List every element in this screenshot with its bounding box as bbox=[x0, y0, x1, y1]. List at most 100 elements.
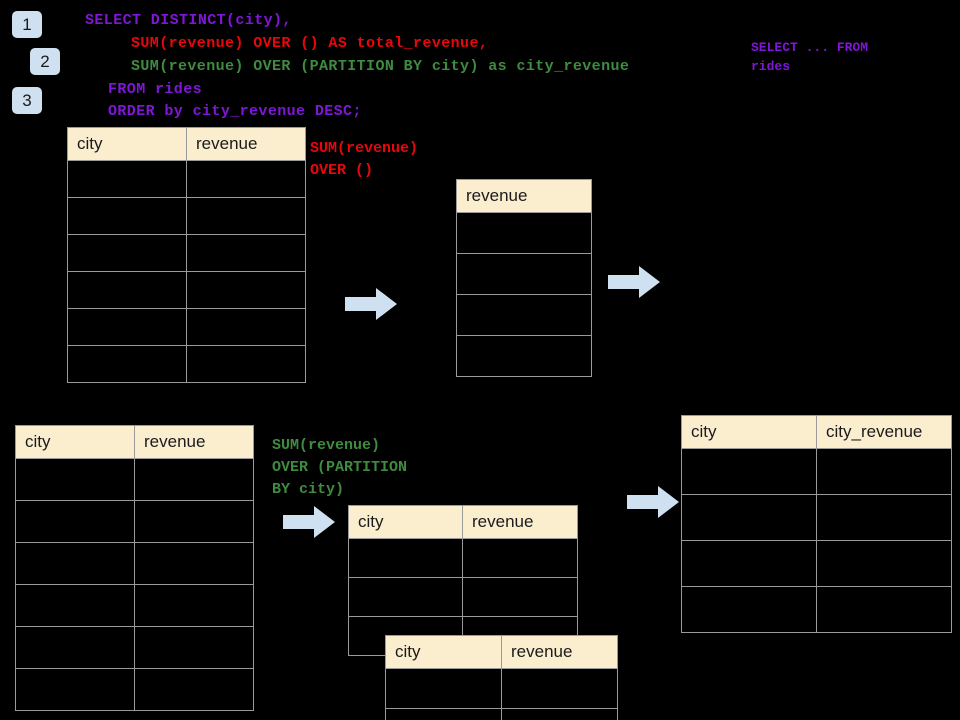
cell bbox=[15, 626, 135, 669]
cell bbox=[134, 458, 254, 501]
table-header-row: city revenue bbox=[15, 425, 254, 459]
cell bbox=[67, 271, 187, 309]
annotation-partition-line3: BY city) bbox=[272, 481, 345, 498]
table-row bbox=[385, 708, 618, 720]
sql-line-select: SELECT DISTINCT(city), bbox=[85, 12, 292, 29]
cell bbox=[134, 668, 254, 711]
cell bbox=[134, 500, 254, 543]
column-header-city: city bbox=[67, 127, 187, 161]
table-row bbox=[67, 234, 306, 272]
cell bbox=[681, 494, 817, 541]
table-row bbox=[67, 308, 306, 346]
table-row bbox=[456, 253, 592, 295]
arrow-source-to-total bbox=[345, 288, 397, 320]
sql-line-from: FROM rides bbox=[108, 81, 203, 98]
arrow-source-to-partition bbox=[283, 506, 335, 538]
table-row bbox=[681, 494, 952, 541]
cell bbox=[186, 197, 306, 235]
column-header-revenue: revenue bbox=[134, 425, 254, 459]
step-badge-1: 1 bbox=[12, 11, 42, 38]
table-row bbox=[67, 197, 306, 235]
cell bbox=[348, 538, 463, 578]
annotation-total-revenue-line1: SUM(revenue) bbox=[310, 140, 419, 157]
table-header-row: city revenue bbox=[385, 635, 618, 669]
cell bbox=[456, 335, 592, 377]
column-header-city-revenue: city_revenue bbox=[816, 415, 952, 449]
cell bbox=[15, 668, 135, 711]
table-row bbox=[681, 586, 952, 633]
table-row bbox=[15, 626, 254, 669]
column-header-revenue: revenue bbox=[186, 127, 306, 161]
arrow-partition-to-result bbox=[627, 486, 679, 518]
cell bbox=[681, 540, 817, 587]
table-row bbox=[681, 540, 952, 587]
cell bbox=[15, 542, 135, 585]
cell bbox=[67, 160, 187, 198]
annotation-total-revenue-line2: OVER () bbox=[310, 162, 374, 179]
cell bbox=[67, 308, 187, 346]
table-row bbox=[67, 271, 306, 309]
table-header-row: city revenue bbox=[67, 127, 306, 161]
cell bbox=[456, 294, 592, 336]
step-badge-3: 3 bbox=[12, 87, 42, 114]
cell bbox=[15, 584, 135, 627]
table-row bbox=[348, 538, 578, 578]
cell bbox=[816, 448, 952, 495]
table-row bbox=[15, 542, 254, 585]
column-header-revenue: revenue bbox=[462, 505, 578, 539]
cell bbox=[67, 197, 187, 235]
cell bbox=[15, 458, 135, 501]
cell bbox=[501, 668, 618, 709]
cell bbox=[462, 538, 578, 578]
sql-line-city-revenue: SUM(revenue) OVER (PARTITION BY city) as… bbox=[131, 58, 630, 75]
cell bbox=[385, 708, 502, 720]
table-header-row: revenue bbox=[456, 179, 592, 213]
sql-line-order-by: ORDER by city_revenue DESC; bbox=[108, 103, 362, 120]
column-header-city: city bbox=[15, 425, 135, 459]
column-header-revenue: revenue bbox=[456, 179, 592, 213]
table-row bbox=[456, 335, 592, 377]
table-header-row: city city_revenue bbox=[681, 415, 952, 449]
cell bbox=[462, 577, 578, 617]
column-header-city: city bbox=[681, 415, 817, 449]
cell bbox=[456, 212, 592, 254]
table-header-row: city revenue bbox=[348, 505, 578, 539]
cell bbox=[134, 584, 254, 627]
table-row bbox=[67, 345, 306, 383]
cell bbox=[681, 448, 817, 495]
table-source-bottom: city revenue bbox=[15, 425, 254, 711]
annotation-partition-line1: SUM(revenue) bbox=[272, 437, 381, 454]
table-source-top: city revenue bbox=[67, 127, 306, 383]
cell bbox=[348, 577, 463, 617]
side-note-rides: rides bbox=[751, 59, 791, 74]
table-row bbox=[456, 212, 592, 254]
table-row bbox=[15, 584, 254, 627]
table-partition-a: city revenue bbox=[348, 505, 578, 656]
table-partition-b: city revenue bbox=[385, 635, 618, 720]
cell bbox=[134, 626, 254, 669]
table-total-revenue: revenue bbox=[456, 179, 592, 377]
cell bbox=[456, 253, 592, 295]
table-row bbox=[15, 500, 254, 543]
column-header-city: city bbox=[348, 505, 463, 539]
sql-line-total-revenue: SUM(revenue) OVER () AS total_revenue, bbox=[131, 35, 489, 52]
cell bbox=[134, 542, 254, 585]
cell bbox=[681, 586, 817, 633]
table-row bbox=[456, 294, 592, 336]
table-row bbox=[15, 668, 254, 711]
cell bbox=[186, 345, 306, 383]
table-row bbox=[385, 668, 618, 709]
table-row bbox=[681, 448, 952, 495]
cell bbox=[15, 500, 135, 543]
cell bbox=[501, 708, 618, 720]
cell bbox=[186, 271, 306, 309]
cell bbox=[816, 494, 952, 541]
cell bbox=[186, 308, 306, 346]
step-badge-2: 2 bbox=[30, 48, 60, 75]
column-header-revenue: revenue bbox=[501, 635, 618, 669]
cell bbox=[186, 234, 306, 272]
annotation-partition-line2: OVER (PARTITION bbox=[272, 459, 408, 476]
table-row bbox=[348, 577, 578, 617]
table-row bbox=[67, 160, 306, 198]
table-row bbox=[15, 458, 254, 501]
